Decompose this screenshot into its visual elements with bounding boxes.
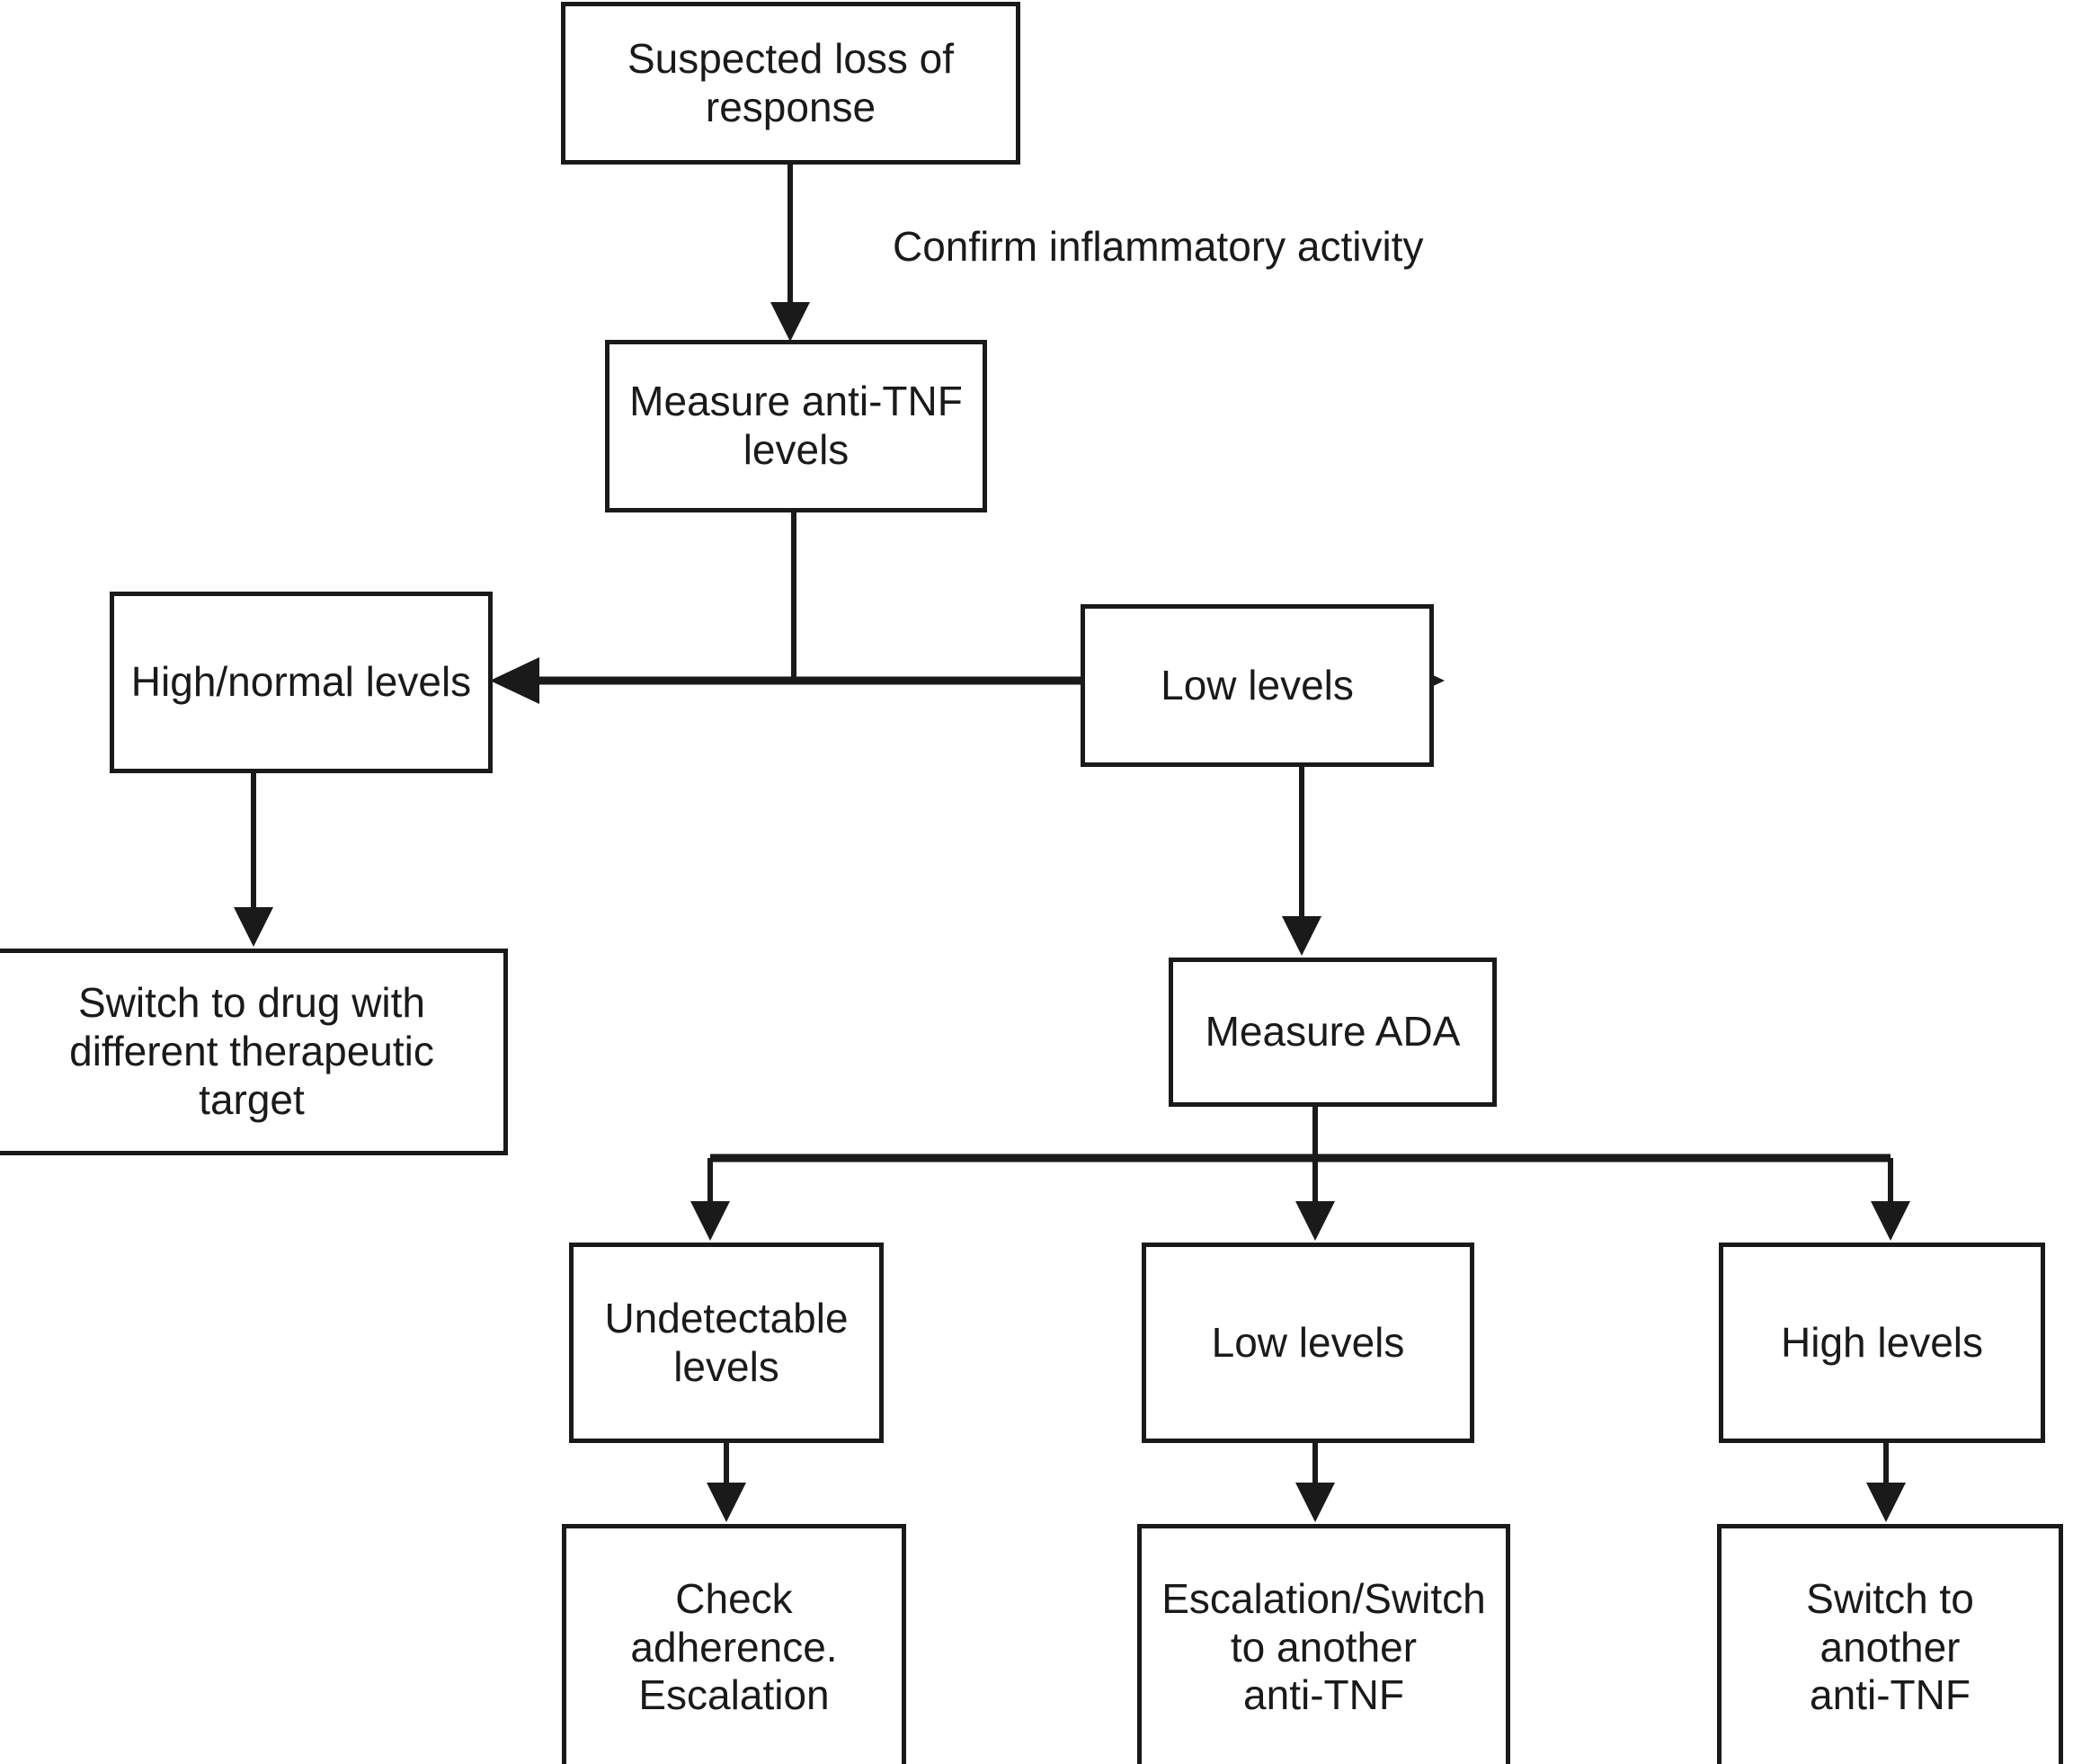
node-low-levels-drug[interactable]: Low levels <box>1081 604 1434 767</box>
node-ada-high-levels-label: High levels <box>1781 1318 1983 1366</box>
node-ada-low-levels-label: Low levels <box>1211 1318 1405 1366</box>
node-undetectable-levels[interactable]: Undetectable levels <box>569 1243 884 1443</box>
node-switch-different-target[interactable]: Switch to drug with different therapeuti… <box>0 949 508 1155</box>
node-check-adherence[interactable]: Check adherence. Escalation <box>562 1524 906 1764</box>
node-escalation-switch-label: Escalation/Switch to another anti-TNF <box>1161 1574 1486 1719</box>
node-measure-ada-label: Measure ADA <box>1205 1008 1461 1056</box>
node-suspected-loss-label: Suspected loss of response <box>627 34 955 130</box>
node-switch-another-anti-tnf[interactable]: Switch to another anti-TNF <box>1717 1524 2063 1764</box>
node-undetectable-levels-label: Undetectable levels <box>604 1294 849 1390</box>
node-measure-anti-tnf-label: Measure anti-TNF levels <box>629 378 963 473</box>
edge-undetectable-to-check-adherence <box>707 1443 746 1522</box>
edge-ada-high-to-switch-another <box>1866 1443 1906 1522</box>
node-check-adherence-label: Check adherence. Escalation <box>630 1574 838 1719</box>
node-switch-different-target-label: Switch to drug with different therapeuti… <box>69 979 434 1123</box>
node-suspected-loss[interactable]: Suspected loss of response <box>561 2 1020 165</box>
node-measure-anti-tnf[interactable]: Measure anti-TNF levels <box>605 340 987 512</box>
node-escalation-switch[interactable]: Escalation/Switch to another anti-TNF <box>1137 1524 1510 1764</box>
edge-low-levels-to-measure-ada <box>1282 767 1321 956</box>
node-switch-another-anti-tnf-label: Switch to another anti-TNF <box>1806 1574 1974 1719</box>
edge-ada-low-to-escalation-switch <box>1295 1443 1335 1522</box>
node-ada-high-levels[interactable]: High levels <box>1719 1243 2045 1443</box>
node-measure-ada[interactable]: Measure ADA <box>1169 958 1497 1107</box>
edge-label-confirm-inflammatory-activity: Confirm inflammatory activity <box>893 223 1424 270</box>
node-high-normal-levels-label: High/normal levels <box>130 658 472 706</box>
edge-high-normal-to-switch-target <box>234 773 273 947</box>
node-low-levels-drug-label: Low levels <box>1161 661 1354 708</box>
edge-suspected-to-measure-anti-tnf <box>770 165 810 342</box>
node-high-normal-levels[interactable]: High/normal levels <box>110 592 493 773</box>
edge-measure-ada-fan <box>690 1107 1910 1241</box>
node-ada-low-levels[interactable]: Low levels <box>1142 1243 1474 1443</box>
